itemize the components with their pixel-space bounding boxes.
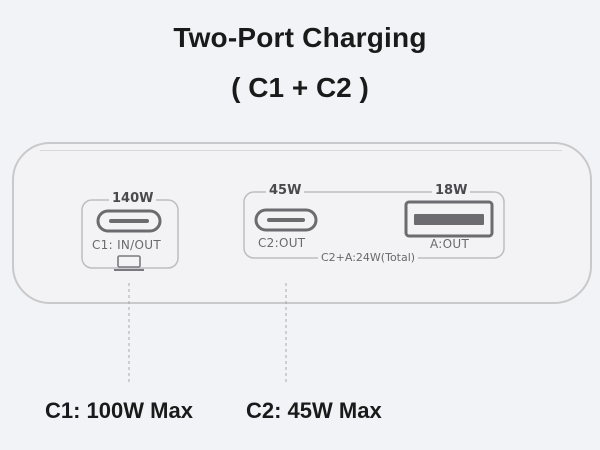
page-title: Two-Port Charging	[173, 22, 427, 53]
usb-c-port-tongue	[109, 219, 149, 223]
c2-port-label: C2:OUT	[258, 236, 306, 250]
shared-total-label: C2+A:24W(Total)	[318, 251, 419, 264]
laptop-icon	[114, 255, 144, 271]
usb-c-port-tongue	[267, 218, 305, 222]
c2-max-caption: C2: 45W Max	[246, 398, 382, 423]
power-bank-outline	[12, 142, 592, 304]
c1-port-label: C1: IN/OUT	[92, 238, 161, 252]
usb-c-port-icon	[96, 209, 162, 233]
c2-wattage: 45W	[266, 183, 305, 198]
page-subtitle: ( C1 + C2 )	[231, 72, 369, 103]
c1-max-caption: C1: 100W Max	[45, 398, 193, 423]
a-port-label: A:OUT	[430, 237, 470, 251]
usb-a-port-icon	[404, 200, 494, 238]
usb-a-port-tongue	[414, 214, 484, 225]
usb-c-port-icon	[254, 208, 318, 232]
c1-wattage: 140W	[109, 191, 157, 206]
power-bank-edge-line	[40, 150, 562, 151]
a-wattage: 18W	[432, 183, 471, 198]
